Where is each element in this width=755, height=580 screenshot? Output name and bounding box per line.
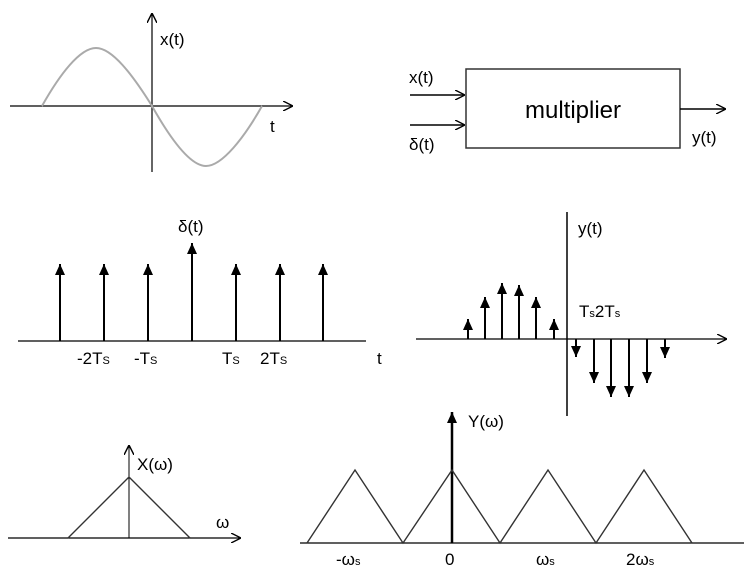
sine-wave-curve	[41, 46, 263, 168]
sampled-spectrum-y-label: Y(ω)	[468, 412, 504, 431]
sampled-tick-labels: Ts2Ts	[579, 302, 621, 321]
spectrum-plot: X(ω) ω	[8, 446, 240, 538]
tick-label-minus-2ts: -2TS	[77, 349, 110, 368]
input-1-label: x(t)	[409, 68, 434, 87]
positive-sample-arrows	[463, 283, 559, 339]
signal-plot: x(t) t	[10, 14, 292, 172]
negative-sample-arrows	[571, 339, 670, 397]
spectrum-x-label: ω	[216, 513, 229, 532]
multiplier-block-label: multiplier	[525, 97, 621, 124]
tick-label-zero: 0	[445, 550, 454, 569]
impulse-train-plot: δ(t) t -2TS -TS TS 2TS	[18, 217, 382, 368]
signal-x-label: t	[270, 117, 275, 136]
input-2-label: δ(t)	[409, 135, 435, 154]
sampled-spectrum-plot: Y(ω) -ωs 0 ωs 2ωs	[300, 412, 744, 569]
sampled-signal-plot: y(t) Ts2Ts	[416, 212, 726, 416]
tick-label-ts: TS	[222, 349, 240, 368]
impulse-y-label: δ(t)	[178, 217, 204, 236]
impulse-arrows	[55, 243, 328, 341]
spectrum-y-label: X(ω)	[137, 455, 173, 474]
tick-label-2ts: 2TS	[260, 349, 287, 368]
triangle-spectrum	[67, 476, 191, 539]
replicated-triangle-spectrum	[306, 468, 693, 545]
multiplier-block-diagram: multiplier x(t) δ(t) y(t)	[409, 68, 725, 154]
impulse-x-label: t	[377, 349, 382, 368]
sampled-y-label: y(t)	[578, 219, 603, 238]
tick-label-2-omega-s: 2ωs	[626, 550, 655, 569]
tick-label-minus-ts: -TS	[134, 349, 157, 368]
tick-label-omega-s: ωs	[536, 550, 555, 569]
tick-label-minus-omega-s: -ωs	[336, 550, 361, 569]
signal-y-label: x(t)	[160, 30, 185, 49]
multiplier-block	[465, 68, 681, 149]
output-label: y(t)	[692, 128, 717, 147]
